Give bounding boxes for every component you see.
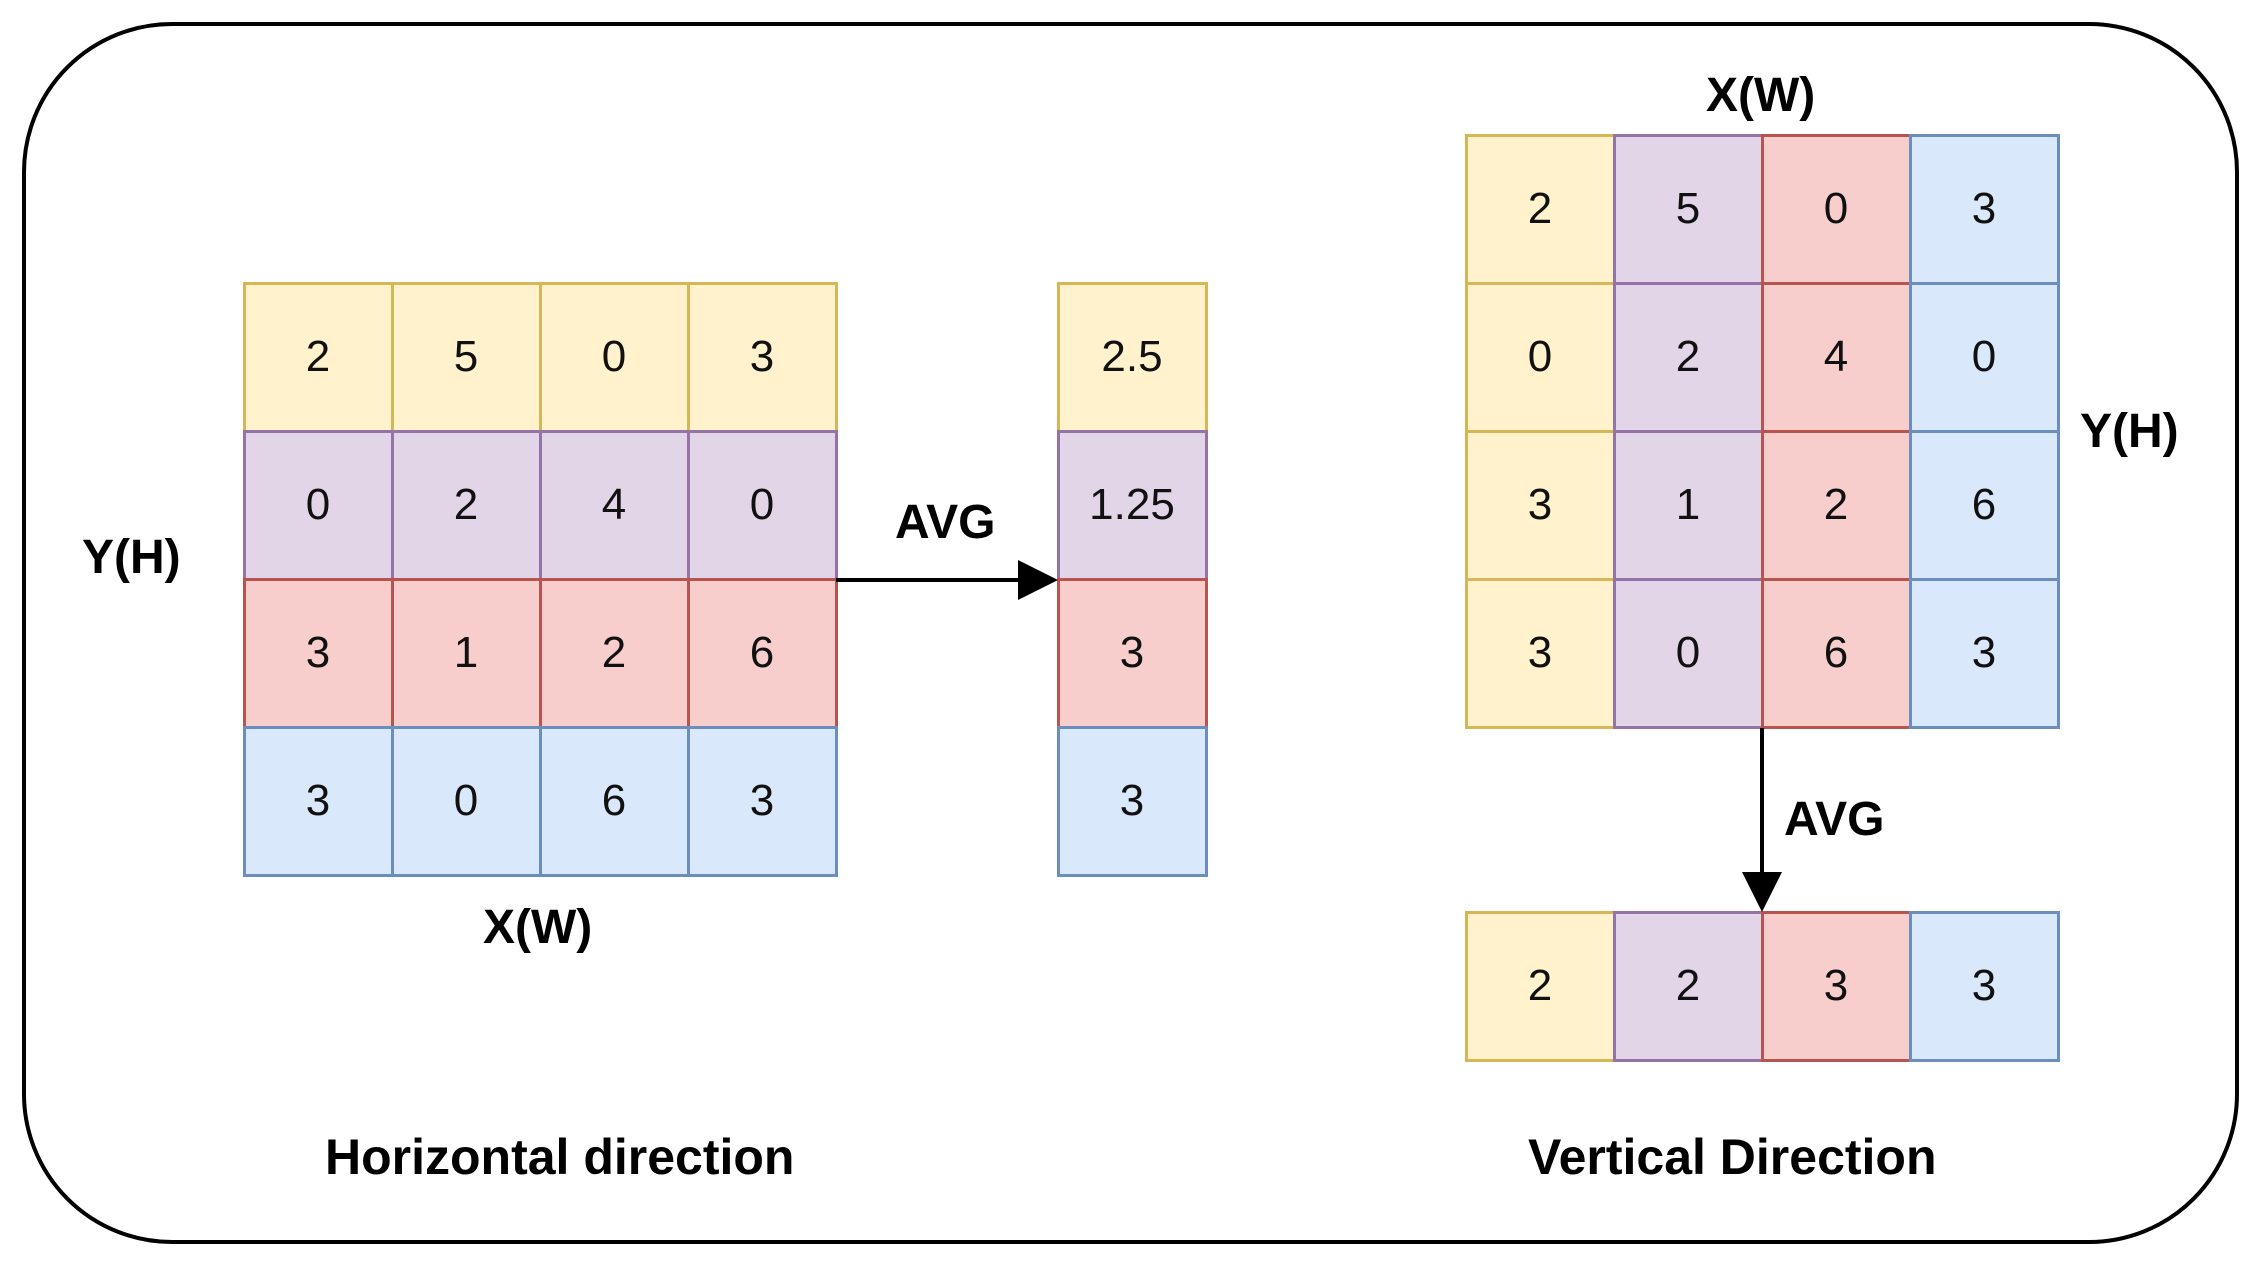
h-result-cell: 1.25 [1056, 429, 1208, 581]
h-matrix-cell: 6 [538, 725, 690, 877]
v-result-cell: 2 [1612, 910, 1764, 1062]
v-x-axis-label: X(W) [1706, 69, 1816, 122]
v-matrix-cell: 3 [1908, 133, 2060, 285]
v-result-cell: 3 [1908, 910, 2060, 1062]
v-matrix-cell: 6 [1760, 577, 1912, 729]
v-matrix-cell: 4 [1760, 281, 1912, 433]
v-matrix-cell: 6 [1908, 429, 2060, 581]
v-matrix-cell: 0 [1760, 133, 1912, 285]
v-matrix-cell: 0 [1908, 281, 2060, 433]
h-matrix-cell: 5 [390, 281, 542, 433]
v-avg-label: AVG [1784, 793, 1885, 846]
h-matrix-cell: 0 [686, 429, 838, 581]
h-matrix-cell: 2 [242, 281, 394, 433]
v-matrix-cell: 2 [1612, 281, 1764, 433]
h-matrix-cell: 0 [242, 429, 394, 581]
v-matrix-cell: 2 [1464, 133, 1616, 285]
v-y-axis-label: Y(H) [2080, 405, 2179, 458]
diagram-frame [22, 22, 2239, 1244]
v-matrix-cell: 3 [1908, 577, 2060, 729]
v-matrix-cell: 0 [1612, 577, 1764, 729]
h-x-axis-label: X(W) [483, 901, 593, 954]
v-caption: Vertical Direction [1528, 1129, 1937, 1185]
h-matrix-cell: 2 [538, 577, 690, 729]
v-matrix-cell: 3 [1464, 577, 1616, 729]
h-caption: Horizontal direction [325, 1129, 795, 1185]
h-matrix-cell: 3 [686, 725, 838, 877]
h-matrix-cell: 3 [242, 577, 394, 729]
h-matrix-cell: 3 [242, 725, 394, 877]
h-y-axis-label: Y(H) [82, 531, 181, 584]
h-result-cell: 3 [1056, 725, 1208, 877]
v-matrix-cell: 2 [1760, 429, 1912, 581]
h-matrix-cell: 1 [390, 577, 542, 729]
h-avg-label: AVG [895, 496, 996, 549]
